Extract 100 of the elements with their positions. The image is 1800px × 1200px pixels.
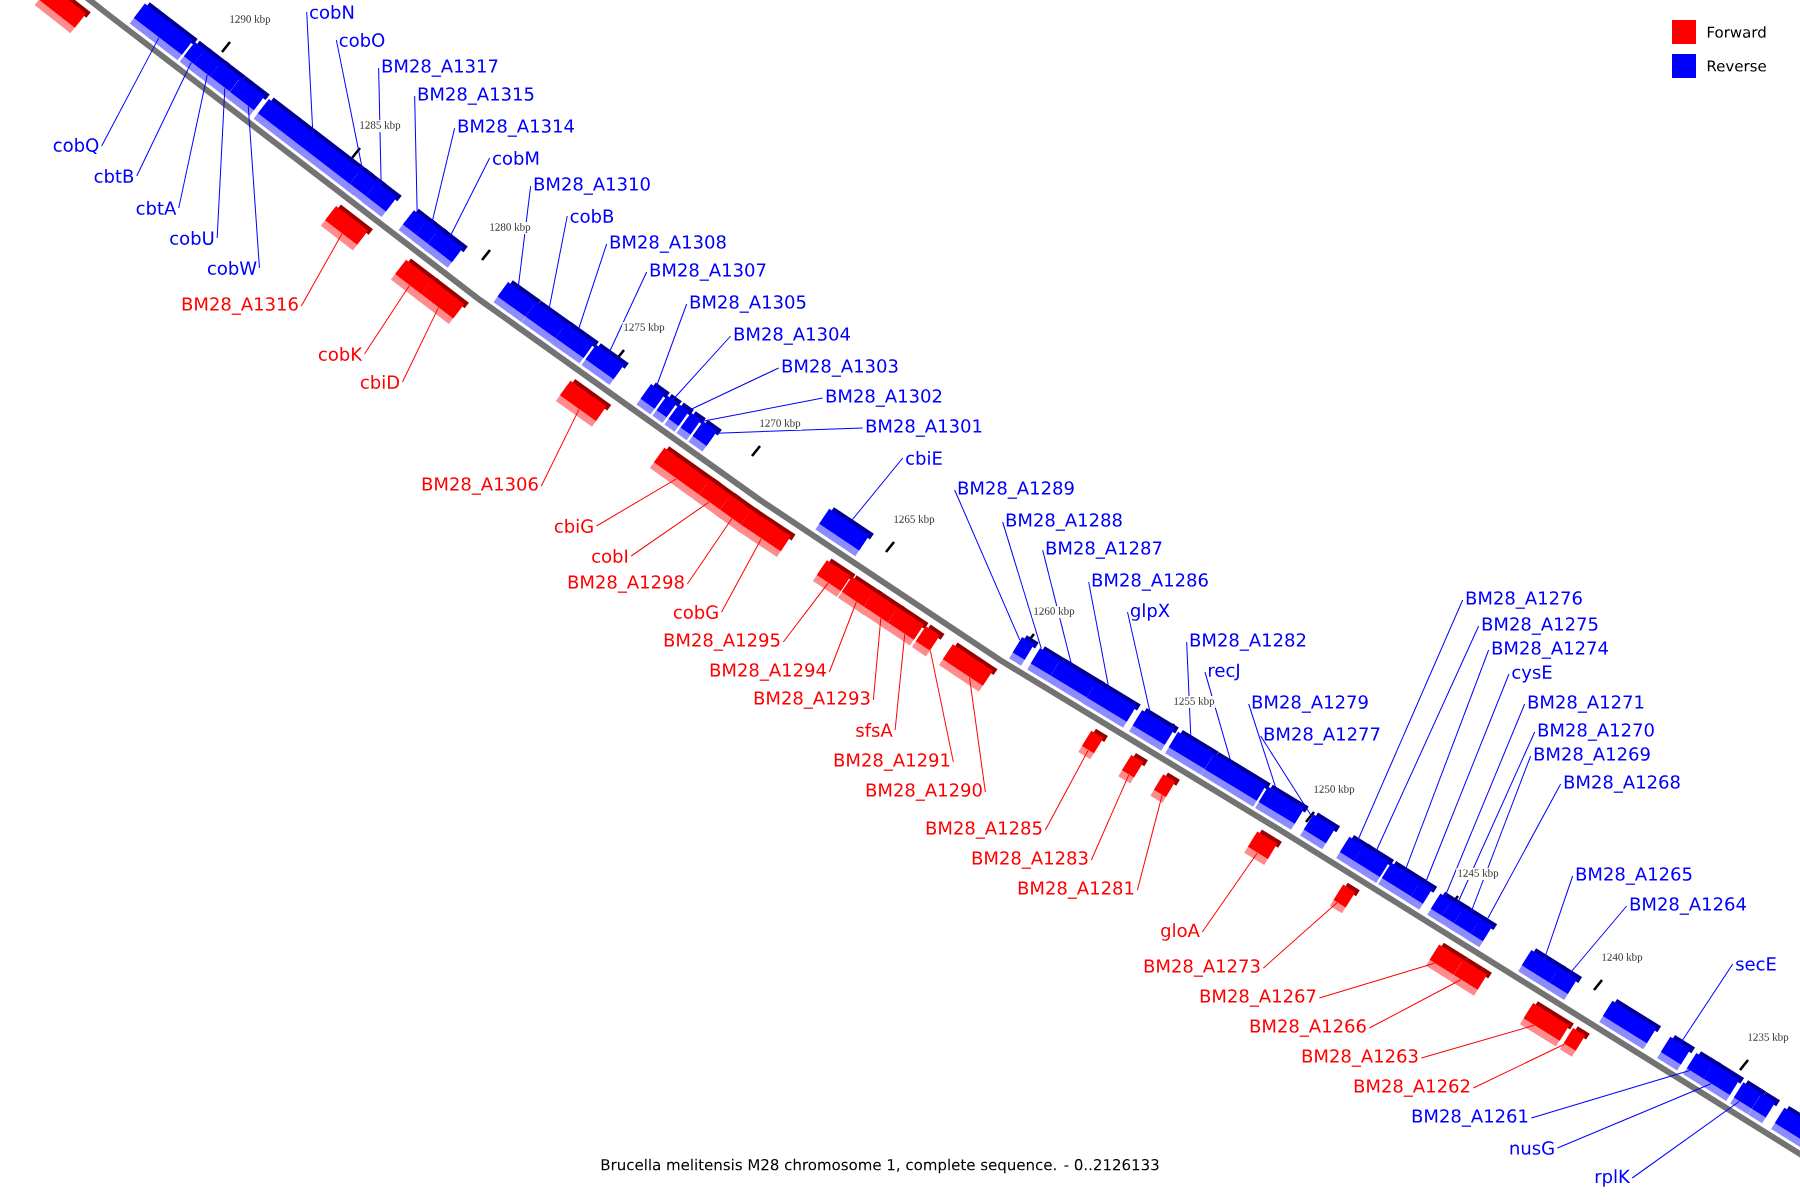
leader-line <box>1557 1083 1712 1149</box>
gene-label: BM28_A1277 <box>1264 727 1380 745</box>
leader-line <box>1375 625 1480 854</box>
gene-block <box>555 379 612 427</box>
gene-label: BM28_A1274 <box>1492 641 1608 659</box>
gene-label: BM28_A1262 <box>1354 1079 1470 1097</box>
gene-label: BM28_A1266 <box>1250 1019 1366 1037</box>
gene-label: cbtB <box>94 169 134 183</box>
gene-label: BM28_A1310 <box>534 177 650 195</box>
gene-label: cobG <box>673 605 718 619</box>
gene-block <box>361 180 402 217</box>
gene-label: BM28_A1287 <box>1046 541 1162 559</box>
gene-block <box>1300 812 1341 850</box>
gene-block <box>1201 751 1271 807</box>
leader-line <box>849 457 904 523</box>
gene-label: BM28_A1261 <box>1412 1109 1528 1127</box>
gene-label: cobI <box>592 549 628 563</box>
gene-label: cobN <box>310 5 354 19</box>
gene-label: BM28_A1265 <box>1576 867 1692 885</box>
leader-line <box>449 157 491 238</box>
leader-line <box>363 285 410 355</box>
leader-line <box>247 105 260 269</box>
leader-line <box>414 95 418 213</box>
gene-label: BM28_A1283 <box>972 851 1088 869</box>
leader-line <box>1127 611 1152 716</box>
gene-label: cbiD <box>360 375 400 389</box>
gene-block <box>416 278 469 324</box>
leader-line <box>929 650 954 763</box>
leader-line <box>540 408 580 487</box>
gene-label: rplK <box>1595 1169 1631 1187</box>
leader-line <box>715 427 864 434</box>
gene-block <box>320 204 373 251</box>
gene-label: BM28_A1305 <box>690 295 806 313</box>
gene-block <box>938 642 998 692</box>
gene-label: BM28_A1298 <box>568 575 684 593</box>
gene-label: BM28_A1303 <box>782 359 898 377</box>
gene-label: BM28_A1279 <box>1252 695 1368 713</box>
leader-line <box>1136 794 1163 891</box>
leader-line <box>688 367 780 411</box>
gene-block <box>1449 957 1492 996</box>
gene-label: cobO <box>339 33 385 47</box>
leader-line <box>1530 1069 1691 1119</box>
gene-label: secE <box>1736 957 1776 971</box>
gene-label: recJ <box>1209 663 1239 681</box>
gene-label: BM28_A1269 <box>1534 747 1650 765</box>
leader-line <box>686 518 733 585</box>
gene-label: BM28_A1264 <box>1630 897 1746 915</box>
leader-line <box>1204 671 1233 765</box>
gene-label: cysE <box>1512 665 1552 683</box>
leader-line <box>431 127 456 224</box>
gene-label: cobW <box>207 261 257 275</box>
gene-block <box>1467 916 1498 948</box>
leader-line <box>1420 1024 1535 1059</box>
gene-label: BM28_A1293 <box>754 691 870 709</box>
leader-line <box>894 633 906 731</box>
gene-label: BM28_A1308 <box>610 235 726 253</box>
gene-label: BM28_A1290 <box>866 783 982 801</box>
gene-block <box>225 76 270 116</box>
gene-block <box>1599 998 1662 1050</box>
leader-line <box>969 676 986 793</box>
gene-label: BM28_A1316 <box>182 297 298 315</box>
leader-line <box>1680 963 1734 1044</box>
leader-line <box>1569 905 1628 975</box>
leader-line <box>721 538 762 613</box>
gene-block <box>1329 882 1360 914</box>
gene-label: BM28_A1282 <box>1190 633 1306 651</box>
gene-block <box>1559 1026 1590 1057</box>
leader-line <box>699 397 824 423</box>
gene-label: BM28_A1273 <box>1144 959 1260 977</box>
gene-label: BM28_A1288 <box>1006 513 1122 531</box>
gene-label: BM28_A1270 <box>1538 723 1654 741</box>
gene-block <box>581 343 629 385</box>
gene-block <box>1407 879 1438 910</box>
leader-line <box>872 617 882 701</box>
gene-block <box>1244 829 1282 865</box>
gene-label: cbiG <box>554 519 593 533</box>
leader-line <box>1262 902 1338 969</box>
gene-label: cobB <box>570 209 614 223</box>
gene-label: BM28_A1302 <box>826 389 942 407</box>
leader-line <box>101 37 160 147</box>
gene-label: BM28_A1314 <box>458 119 574 137</box>
leader-line <box>306 11 314 133</box>
gene-label: cbiE <box>906 451 942 465</box>
leader-line <box>672 335 732 400</box>
gene-block <box>1771 1105 1800 1152</box>
leader-line <box>517 185 532 290</box>
gene-label: cobQ <box>53 138 99 154</box>
gene-block <box>815 507 874 557</box>
gene-label: cobK <box>318 347 363 361</box>
gene-label: BM28_A1315 <box>418 87 534 105</box>
gene-label: cobU <box>170 231 214 245</box>
gene-block <box>129 2 198 61</box>
leader-line <box>300 233 343 307</box>
leader-line <box>1260 735 1313 817</box>
gene-label: BM28_A1263 <box>1302 1049 1418 1067</box>
gene-label: BM28_A1286 <box>1092 573 1208 591</box>
gene-label: BM28_A1317 <box>382 59 498 77</box>
leader-line <box>1248 703 1278 793</box>
leader-line <box>630 501 710 557</box>
leader-line <box>136 61 192 177</box>
